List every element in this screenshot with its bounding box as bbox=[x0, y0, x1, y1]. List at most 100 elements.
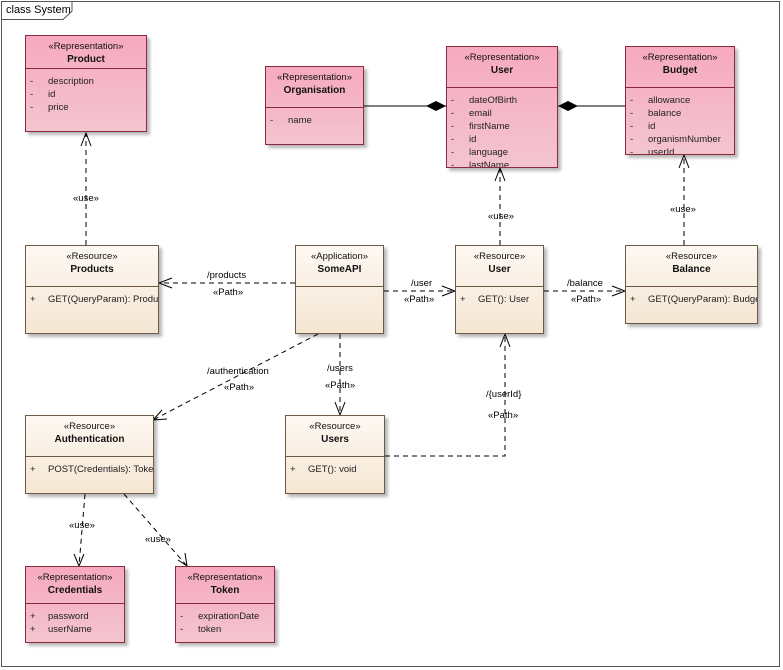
attribute: -id bbox=[30, 89, 56, 100]
stereotype: «Representation» bbox=[37, 572, 113, 583]
path-someapi-authentication[interactable] bbox=[151, 333, 319, 421]
class-product[interactable]: «Representation» Product -description -i… bbox=[25, 35, 147, 132]
path-someapi-products[interactable] bbox=[157, 277, 295, 289]
use-label-budget: «use» bbox=[670, 204, 696, 215]
path-stereo-balance: «Path» bbox=[571, 294, 602, 305]
use-label-user: «use» bbox=[488, 211, 514, 222]
attribute: +password bbox=[30, 611, 89, 622]
path-stereo-authentication: «Path» bbox=[224, 382, 255, 393]
stereotype: «Application» bbox=[310, 251, 369, 262]
attribute: -language bbox=[451, 147, 509, 158]
attribute: -userId bbox=[630, 147, 675, 155]
stereotype: «Representation» bbox=[277, 72, 352, 83]
attribute-list: +password +userName bbox=[26, 604, 124, 636]
class-user-resource[interactable]: «Resource» User +GET(): User bbox=[455, 245, 544, 334]
attribute: -id bbox=[630, 121, 656, 132]
class-token[interactable]: «Representation» Token -expirationDate -… bbox=[175, 566, 275, 643]
path-stereo-users: «Path» bbox=[325, 380, 356, 391]
operation: +GET(QueryParam): Product bbox=[30, 294, 159, 305]
class-name: Organisation bbox=[283, 85, 346, 96]
class-name: Authentication bbox=[54, 434, 125, 445]
aggregation-user-budget[interactable] bbox=[558, 101, 625, 111]
attribute: -description bbox=[30, 76, 94, 87]
class-users-resource[interactable]: «Resource» Users +GET(): void bbox=[285, 415, 385, 494]
stereotype: «Representation» bbox=[48, 41, 124, 52]
class-header: «Resource» Authentication bbox=[26, 416, 153, 457]
class-header: «Representation» User bbox=[447, 47, 557, 88]
class-budget[interactable]: «Representation» Budget -allowance -bala… bbox=[625, 46, 735, 155]
class-header: «Representation» Token bbox=[176, 567, 274, 604]
stereotype: «Representation» bbox=[464, 52, 540, 63]
class-header: «Resource» Products bbox=[26, 246, 158, 287]
attribute-list: -description -id -price bbox=[26, 69, 146, 114]
class-header: «Resource» User bbox=[456, 246, 543, 287]
attribute: -token bbox=[180, 624, 222, 635]
class-name: Credentials bbox=[47, 585, 103, 596]
class-header: «Application» SomeAPI bbox=[296, 246, 383, 287]
attribute: -lastName bbox=[451, 160, 510, 168]
path-label-user: /user bbox=[411, 278, 433, 289]
attribute: -price bbox=[30, 102, 69, 113]
class-authentication-resource[interactable]: «Resource» Authentication +POST(Credenti… bbox=[25, 415, 154, 494]
attribute: -name bbox=[270, 115, 312, 126]
dependency-products-product[interactable] bbox=[80, 131, 92, 245]
path-label-authentication: /authentication bbox=[207, 366, 269, 377]
class-name: Users bbox=[321, 434, 349, 445]
class-name: User bbox=[488, 264, 511, 275]
stereotype: «Representation» bbox=[642, 52, 718, 63]
aggregation-organisation-user[interactable] bbox=[364, 101, 446, 111]
dependency-userres-userrep[interactable] bbox=[494, 166, 506, 245]
attribute: -expirationDate bbox=[180, 611, 260, 622]
path-users-user[interactable] bbox=[385, 332, 511, 457]
use-label-credentials: «use» bbox=[69, 520, 95, 531]
frame-title: class System bbox=[6, 4, 71, 16]
attribute: -email bbox=[451, 108, 492, 119]
operation-list: +GET(): User bbox=[456, 287, 543, 306]
class-credentials[interactable]: «Representation» Credentials +password +… bbox=[25, 566, 125, 643]
operation-list: +GET(QueryParam): Product bbox=[26, 287, 158, 306]
attribute-list: -allowance -balance -id -organismNumber … bbox=[626, 88, 734, 155]
path-label-balance: /balance bbox=[567, 278, 603, 289]
operation-list: +GET(QueryParam): Budget bbox=[626, 287, 757, 306]
operation-list: +GET(): void bbox=[286, 457, 384, 476]
class-name: User bbox=[490, 65, 514, 76]
path-stereo-userid: «Path» bbox=[488, 410, 519, 421]
stereotype: «Resource» bbox=[66, 251, 118, 262]
attribute: -dateOfBirth bbox=[451, 95, 518, 106]
class-name: SomeAPI bbox=[317, 264, 362, 275]
stereotype: «Resource» bbox=[473, 251, 526, 262]
stereotype: «Resource» bbox=[63, 421, 116, 432]
class-header: «Representation» Product bbox=[26, 36, 146, 69]
class-name: Products bbox=[70, 264, 114, 275]
operation-list: +POST(Credentials): Token bbox=[26, 457, 153, 476]
class-name: Budget bbox=[662, 65, 698, 76]
attribute: -firstName bbox=[451, 121, 510, 132]
operation: +POST(Credentials): Token bbox=[30, 464, 154, 475]
path-stereo-user: «Path» bbox=[404, 294, 435, 305]
class-products-resource[interactable]: «Resource» Products +GET(QueryParam): Pr… bbox=[25, 245, 159, 334]
class-someapi[interactable]: «Application» SomeAPI bbox=[295, 245, 384, 334]
attribute-list: -expirationDate -token bbox=[176, 604, 274, 636]
class-name: Balance bbox=[672, 264, 711, 275]
attribute: -allowance bbox=[630, 95, 691, 106]
attribute: -organismNumber bbox=[630, 134, 721, 145]
dependency-balance-budget[interactable] bbox=[678, 153, 690, 245]
operation: +GET(): User bbox=[460, 294, 530, 305]
attribute: -id bbox=[451, 134, 477, 145]
stereotype: «Resource» bbox=[309, 421, 361, 432]
use-label-product: «use» bbox=[73, 193, 99, 204]
path-stereo-products: «Path» bbox=[213, 287, 244, 298]
class-organisation[interactable]: «Representation» Organisation -name bbox=[265, 66, 364, 145]
attribute: +userName bbox=[30, 624, 92, 635]
class-header: «Representation» Credentials bbox=[26, 567, 124, 604]
class-user-representation[interactable]: «Representation» User -dateOfBirth -emai… bbox=[446, 46, 558, 168]
operation: +GET(): void bbox=[290, 464, 357, 475]
dependency-auth-token[interactable] bbox=[123, 493, 188, 568]
class-balance-resource[interactable]: «Resource» Balance +GET(QueryParam): Bud… bbox=[625, 245, 758, 324]
path-label-products: /products bbox=[207, 270, 247, 281]
path-someapi-users[interactable] bbox=[334, 334, 346, 417]
stereotype: «Resource» bbox=[665, 251, 718, 262]
class-header: «Representation» Budget bbox=[626, 47, 734, 88]
